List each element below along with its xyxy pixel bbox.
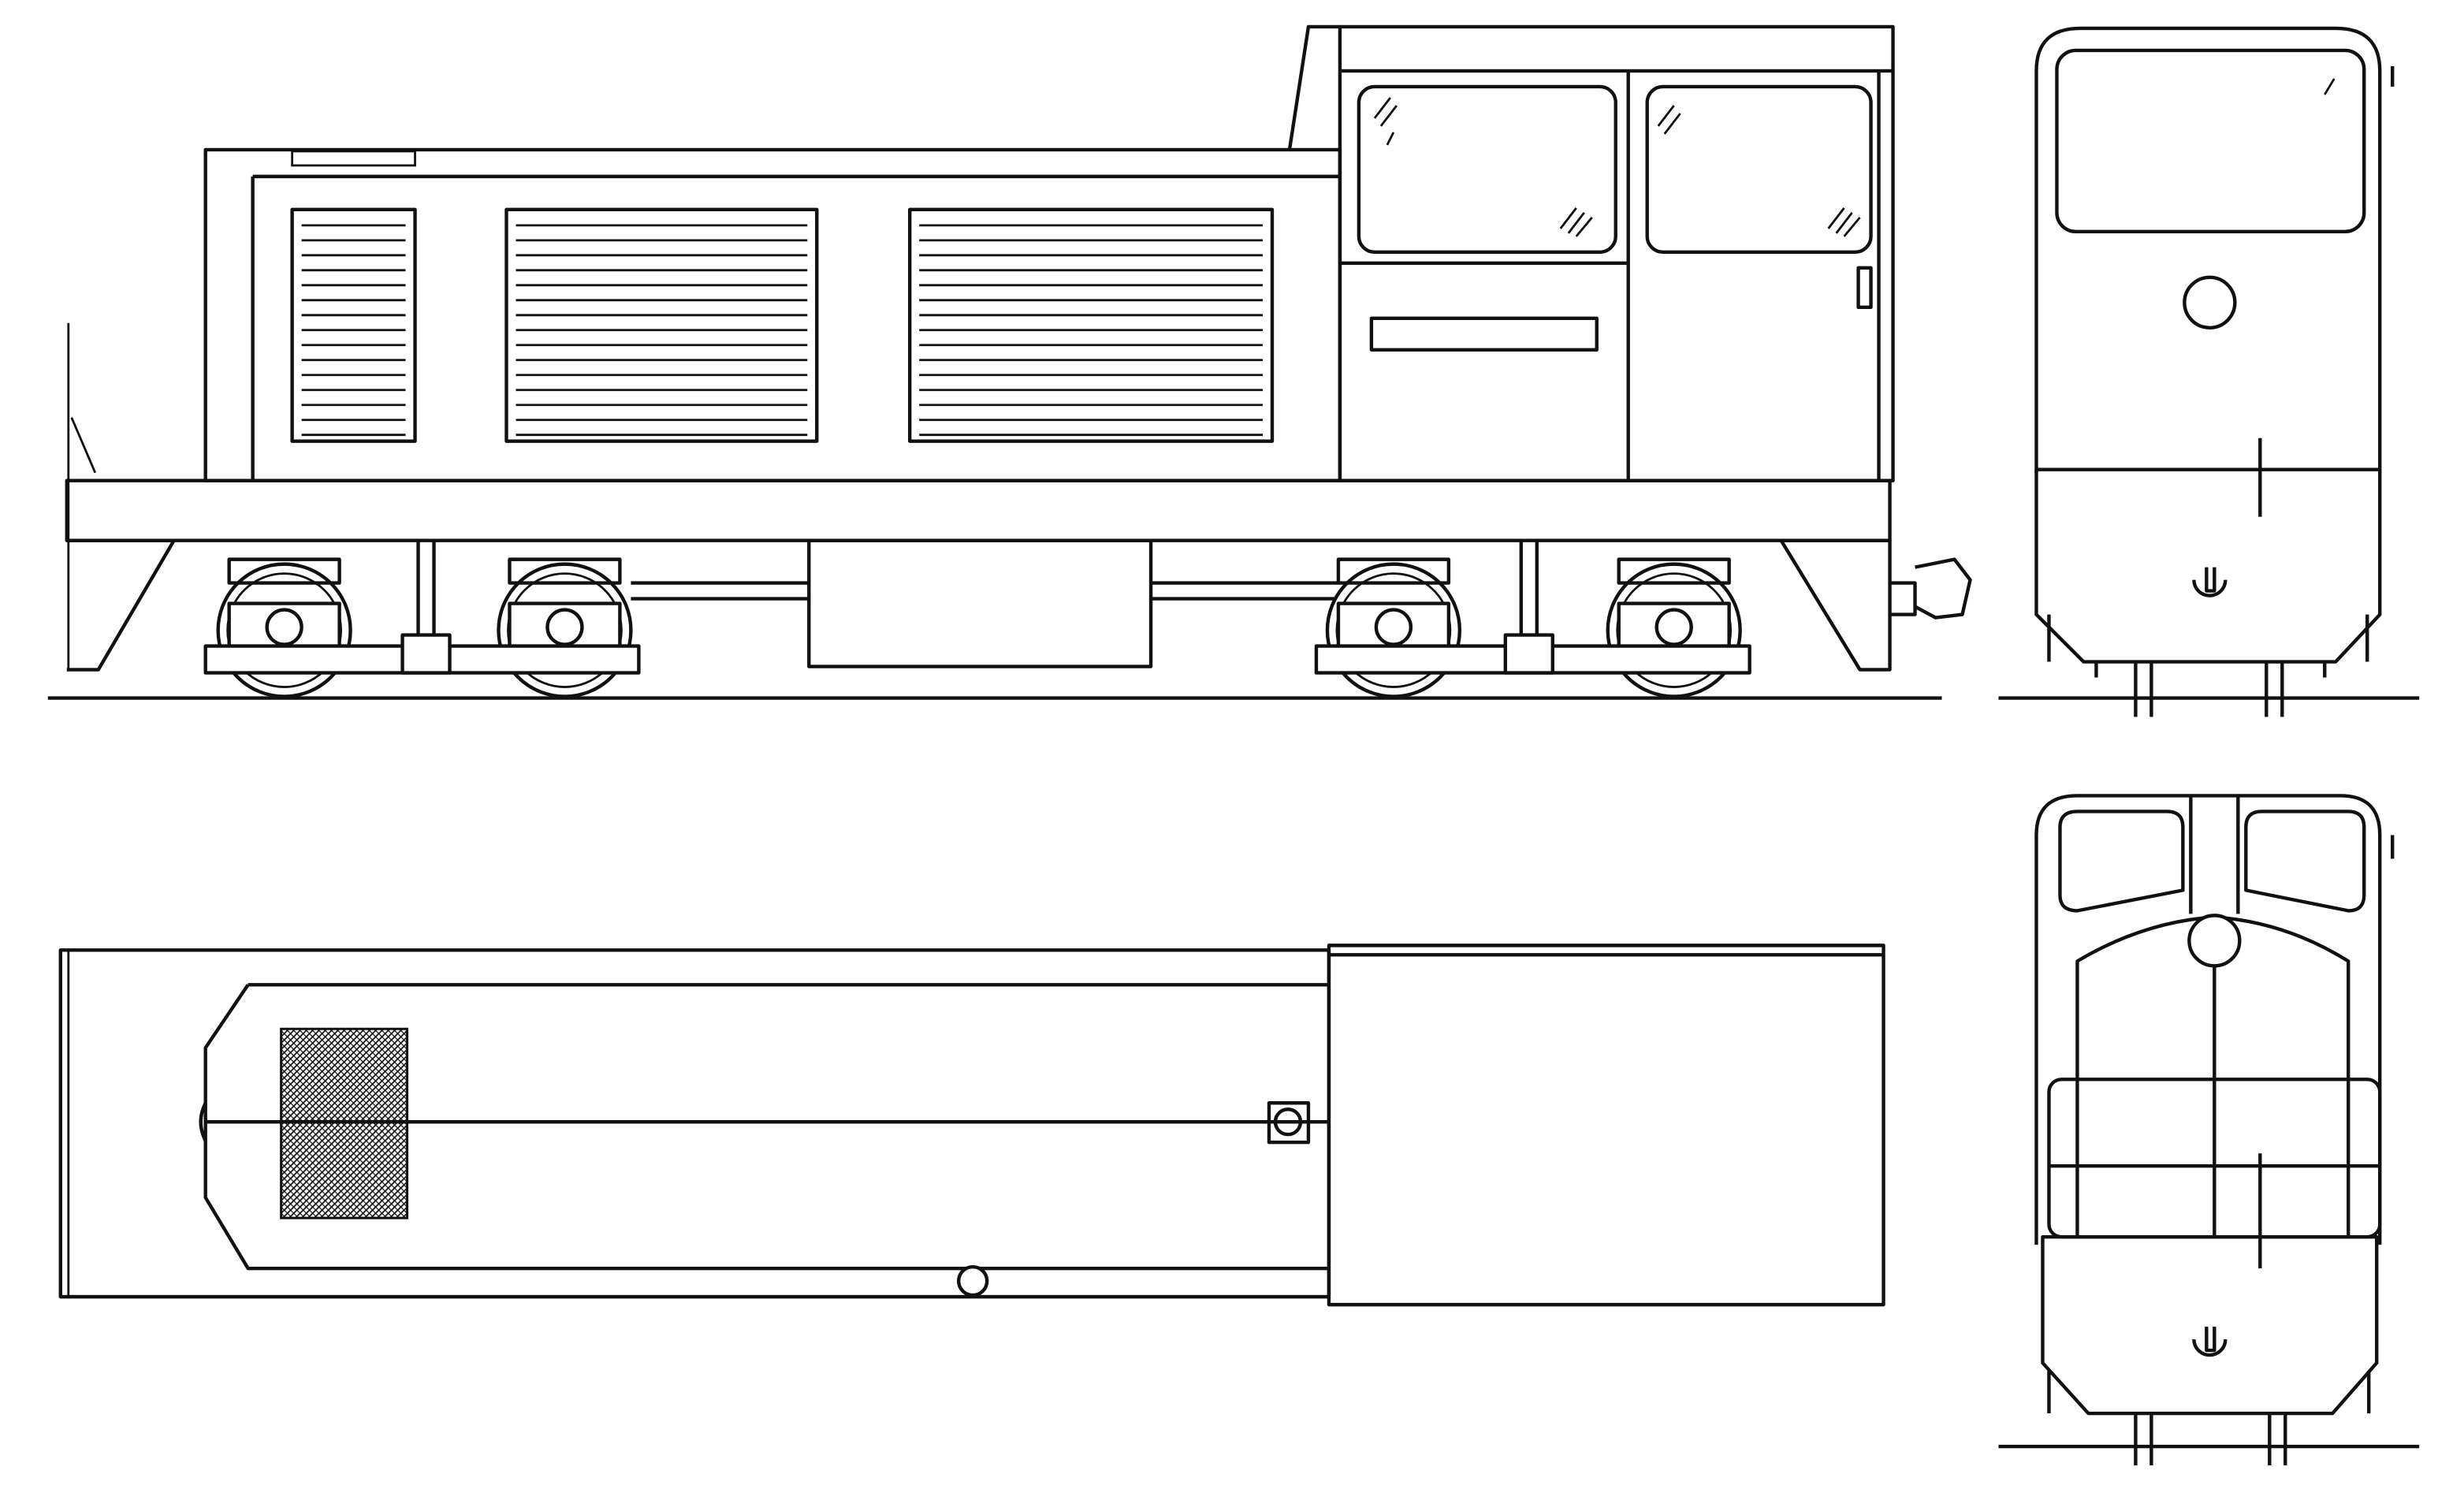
door-window xyxy=(1645,84,1873,255)
filler-cap xyxy=(1267,1101,1311,1145)
louver-frame xyxy=(290,207,417,443)
spring-bracket xyxy=(227,557,341,585)
axle-hub xyxy=(265,608,303,646)
spring-bracket xyxy=(508,557,622,585)
plan-view xyxy=(58,944,1885,1307)
end-view-front xyxy=(1998,794,2420,1466)
radiator-grille xyxy=(280,1027,409,1219)
coupler xyxy=(1889,557,1972,620)
door-handle xyxy=(1856,266,1873,309)
cab-front-slope xyxy=(1287,24,1340,151)
filler-cap xyxy=(956,1264,989,1297)
spring-bracket xyxy=(1617,557,1731,585)
louver-frame xyxy=(504,207,819,443)
side-view xyxy=(47,24,2336,700)
coupler-hook xyxy=(2192,567,2228,597)
frame-end-left xyxy=(66,538,176,672)
frame-end-right xyxy=(1779,538,1892,672)
nameplate xyxy=(291,150,416,167)
plan-cab-roof xyxy=(1327,944,1885,1307)
cab-window xyxy=(1357,84,1617,255)
front-window-left xyxy=(2058,810,2185,913)
fuel-tank xyxy=(807,538,1153,668)
vent-slot xyxy=(1369,316,1599,352)
louver-frame xyxy=(908,207,1275,443)
rear-window xyxy=(2055,48,2366,234)
axle-hub xyxy=(1374,608,1413,646)
plan-hood xyxy=(203,983,1329,1271)
headlight xyxy=(2183,275,2237,329)
front-window-right xyxy=(2244,810,2366,913)
main-frame xyxy=(65,478,1892,542)
spring-bracket xyxy=(1336,557,1451,585)
headlight xyxy=(2187,914,2242,968)
end-view-rear xyxy=(1998,26,2420,717)
louver-panel xyxy=(290,207,1275,443)
wheelsets xyxy=(216,557,1742,698)
axle-hub xyxy=(545,608,584,646)
axle-hub xyxy=(1654,608,1693,646)
coupler-hook xyxy=(2192,1327,2228,1357)
